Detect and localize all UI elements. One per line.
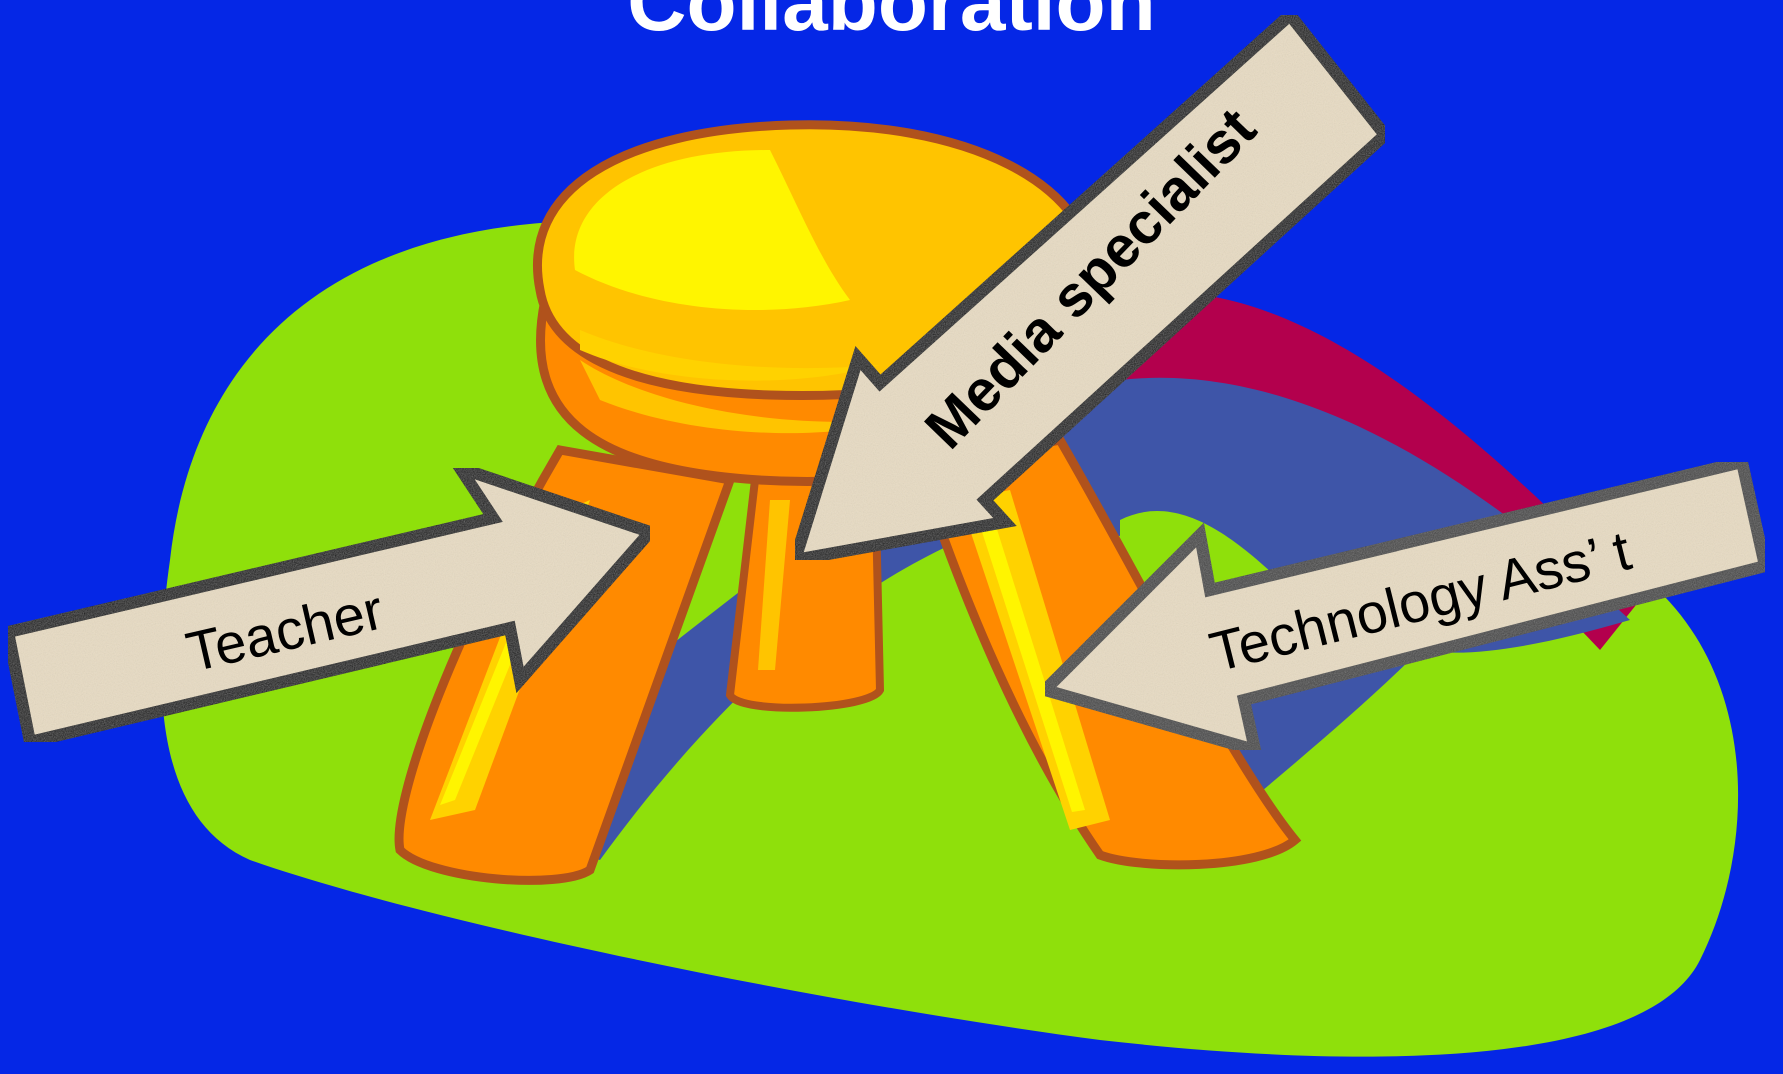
shadow-band xyxy=(460,377,1630,860)
slide-title: Collaboration xyxy=(627,0,1156,48)
teacher-arrow: Teacher xyxy=(0,456,661,750)
magenta-arc xyxy=(1090,291,1640,650)
